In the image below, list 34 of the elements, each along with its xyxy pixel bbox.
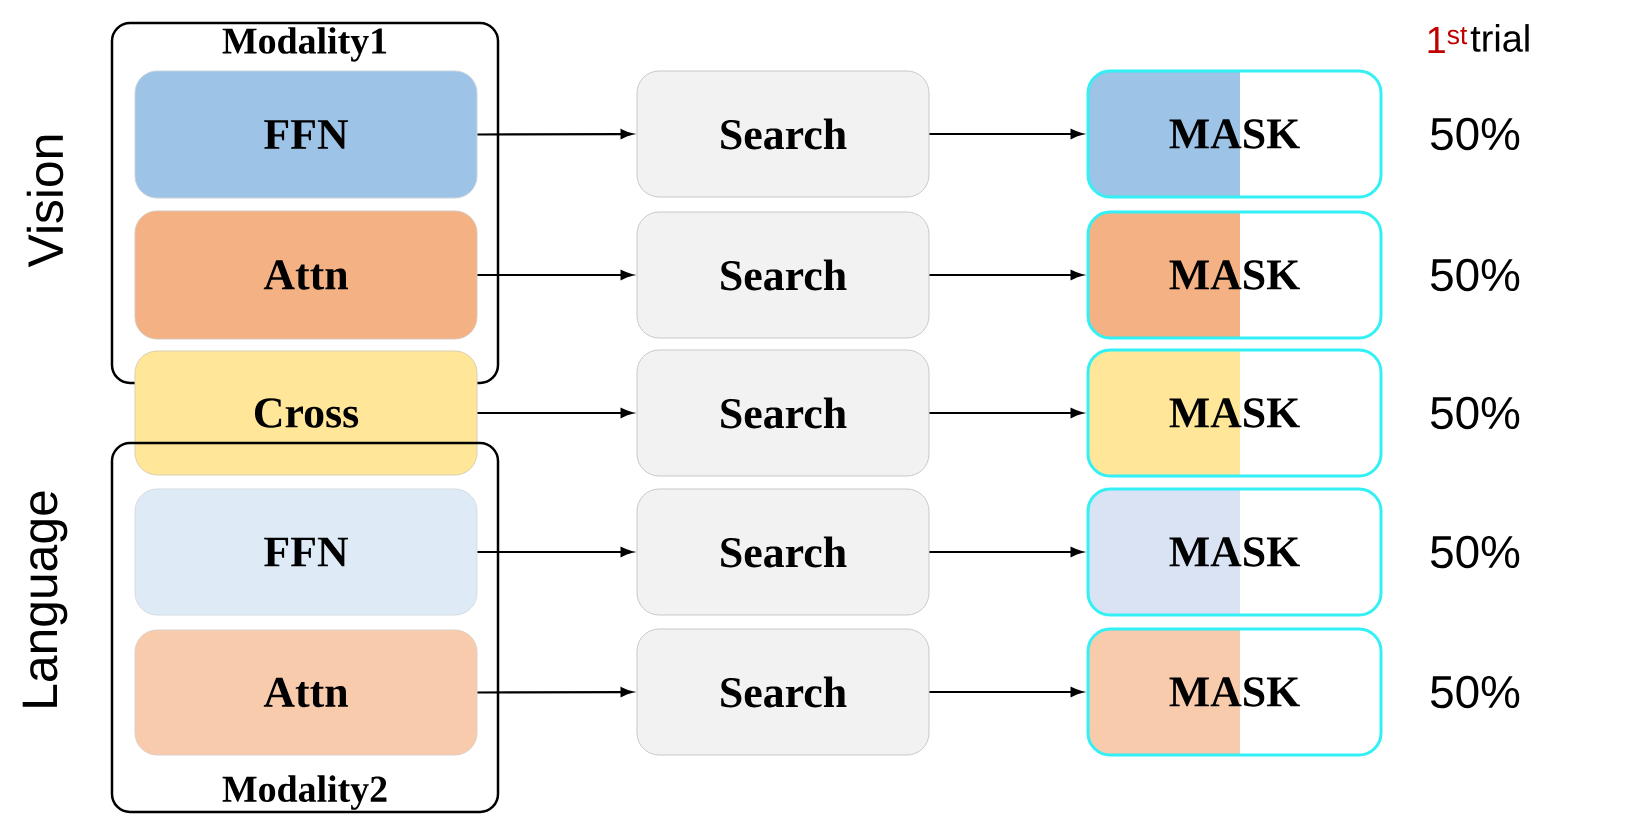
search-box: Search <box>636 628 930 756</box>
percentage-label: 50% <box>1431 675 1520 709</box>
search-box: Search <box>636 349 930 477</box>
search-box: Search <box>636 488 930 616</box>
search-box: Search <box>636 70 930 198</box>
arrow <box>929 408 1083 418</box>
arrow <box>929 129 1083 139</box>
axis-label: Vision <box>26 135 64 268</box>
percentage-label: 50% <box>1431 117 1520 151</box>
trial-label: trial <box>1470 24 1529 52</box>
mask-box: MASK <box>1086 627 1383 757</box>
axis-label: Language <box>22 491 68 707</box>
percentage-label: 50% <box>1431 396 1520 430</box>
percentage-label: 50% <box>1431 535 1520 569</box>
layer-box: FFN <box>134 70 478 199</box>
layer-box: Attn <box>134 210 478 340</box>
arrow <box>929 687 1083 697</box>
layer-box: Attn <box>134 629 478 756</box>
trial-number: 1$^{st}$ <box>1428 26 1468 54</box>
layer-box: Cross <box>134 350 478 476</box>
arrow <box>477 547 633 557</box>
mask-box: MASK <box>1086 69 1383 199</box>
arrow <box>929 547 1083 557</box>
mask-box: MASK <box>1086 487 1383 617</box>
arrow <box>477 408 633 418</box>
arrow <box>929 270 1083 280</box>
mask-box: MASK <box>1086 210 1383 340</box>
arrow <box>477 270 633 280</box>
search-box: Search <box>636 211 930 339</box>
arrow <box>477 129 633 139</box>
percentage-label: 50% <box>1431 258 1520 292</box>
layer-box: FFN <box>134 488 478 616</box>
mask-box: MASK <box>1086 348 1383 478</box>
arrow <box>477 687 633 697</box>
